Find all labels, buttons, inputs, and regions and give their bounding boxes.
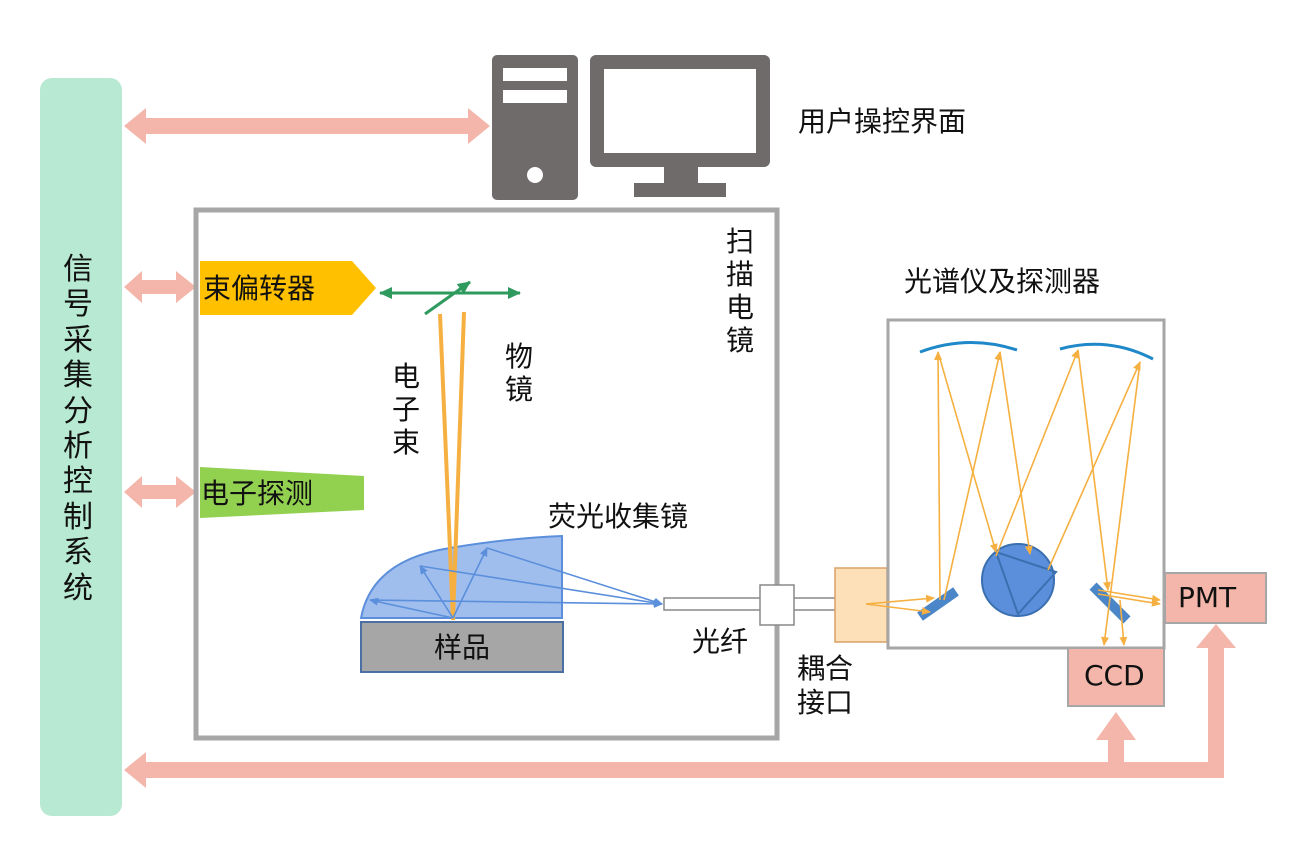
arrow-to-deflector: [124, 271, 196, 303]
collector-mirror: [359, 534, 563, 619]
sample-label: 样品: [434, 631, 491, 664]
system-bar: [40, 78, 122, 816]
curved-mirror-left: [919, 340, 1018, 354]
sem-chamber: [193, 207, 780, 741]
return-arrow: [124, 624, 1236, 788]
spectrometer-rays: [865, 349, 1161, 646]
fiber-label: 光纤: [692, 625, 749, 658]
pmt-label: PMT: [1178, 581, 1237, 614]
beam-deflector: [200, 261, 376, 315]
fluorescence-rays: [369, 547, 663, 619]
ccd-label: CCD: [1084, 659, 1145, 692]
curved-mirror-right: [1059, 342, 1154, 361]
arrow-to-computer: [124, 108, 490, 144]
collector-label: 荧光收集镜: [548, 500, 689, 533]
fiber-connector: [759, 584, 795, 626]
coupling-label: 耦合接口: [797, 652, 854, 719]
computer-icon: [492, 55, 770, 200]
electron-beam: [438, 311, 466, 621]
optical-fiber: [663, 597, 843, 611]
ccd-box: [1067, 647, 1165, 707]
spectrometer-label: 光谱仪及探测器: [904, 265, 1101, 298]
user-interface-label: 用户操控界面: [798, 105, 967, 138]
grating-disc: [981, 543, 1055, 617]
electron-detect-label: 电子探测: [201, 477, 314, 510]
system-label: 信号采集分析控制系统: [63, 252, 93, 606]
pmt-box: [1164, 572, 1267, 624]
objective-label: 物镜: [505, 340, 534, 407]
beam-deflector-label: 束偏转器: [203, 272, 316, 305]
electron-beam-label: 电子束: [392, 360, 421, 460]
sample-block: [360, 621, 564, 673]
scan-mirror-label: 扫描电镜: [726, 225, 755, 358]
electron-detector: [200, 467, 364, 518]
objective-arrows: [379, 280, 521, 316]
arrow-to-detector: [124, 476, 196, 508]
grating-prism: [994, 550, 1058, 616]
